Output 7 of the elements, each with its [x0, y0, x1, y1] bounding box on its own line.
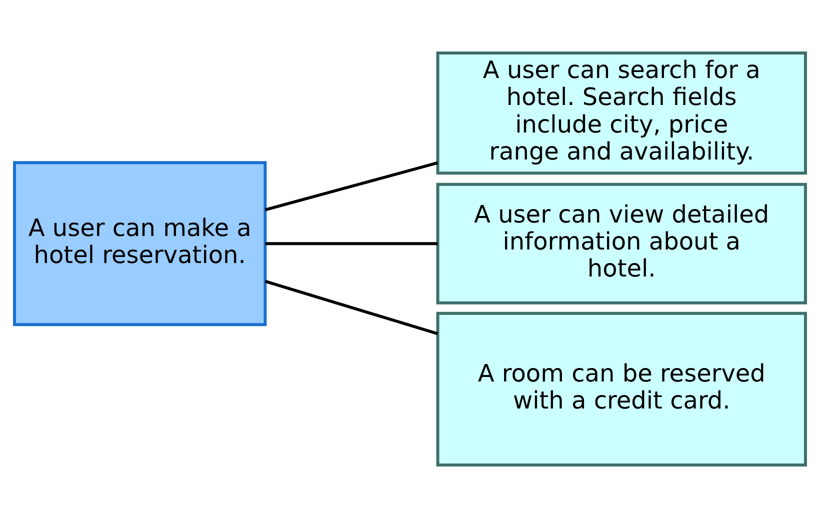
node-box: A user can search for a hotel. Search fields include city, price range and availability.	[436, 51, 807, 174]
connector	[264, 279, 438, 335]
connector	[264, 160, 438, 211]
node-box: A user can view detailed information about a hotel.	[436, 182, 807, 304]
node-box: A user can make a hotel reservation.	[13, 160, 267, 326]
connector	[265, 242, 438, 245]
node-box: A room can be reserved with a credit card.	[436, 311, 807, 466]
